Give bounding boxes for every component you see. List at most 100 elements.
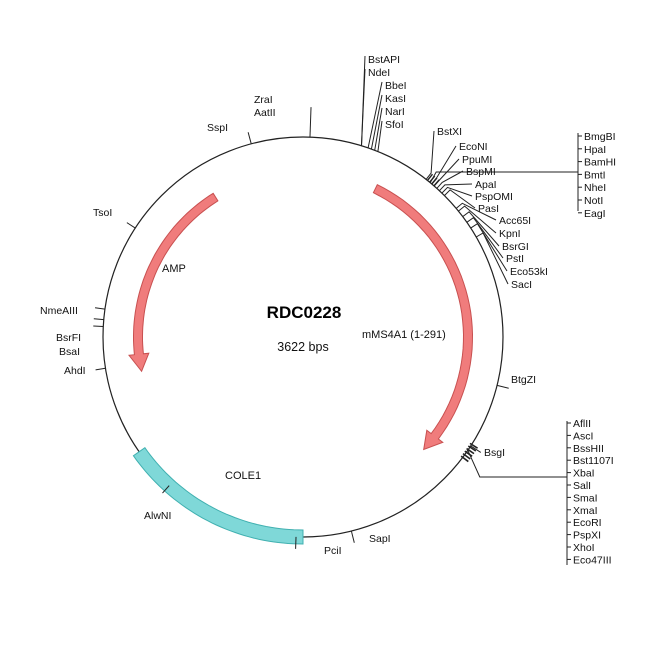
site-label-nari: NarI [385, 106, 405, 118]
site-label-ndei: NdeI [368, 67, 390, 79]
bracket-lower-connector [467, 450, 567, 478]
cluster-tick [431, 177, 438, 185]
site-label-aatii: AatII [254, 107, 276, 119]
site-label-pspxi: PspXI [573, 530, 601, 542]
site-tick-sapi [350, 530, 355, 543]
site-tick-ahdi [95, 367, 106, 371]
site-label-btgzi: BtgZI [511, 374, 536, 386]
site-leader-pspomi [441, 186, 473, 197]
site-label-apai: ApaI [475, 179, 497, 191]
site-label-ppumi: PpuMI [462, 154, 492, 166]
site-label-pspomi: PspOMI [475, 191, 513, 203]
site-leader-kasi [370, 94, 383, 150]
site-tick-bsrfi [93, 318, 104, 321]
site-label-bsrfi: BsrFI [56, 332, 81, 344]
site-label-bsrgi: BsrGI [502, 241, 529, 253]
feature-bar-cole1 [132, 447, 304, 545]
site-label-bsshii: BssHII [573, 443, 604, 455]
site-label-zrai: ZraI [254, 94, 273, 106]
site-leader-bbei [367, 81, 383, 149]
site-label-psti: PstI [506, 253, 524, 265]
site-label-nmeaiii: NmeAIII [40, 305, 78, 317]
site-label-xmai: XmaI [573, 505, 598, 517]
site-label-sspi: SspI [207, 122, 228, 134]
plasmid-length: 3622 bps [277, 340, 328, 354]
site-label-sfoi: SfoI [385, 119, 404, 131]
site-label-bsgi: BsgI [484, 447, 505, 459]
site-label-eagi: EagI [584, 208, 606, 220]
site-leader-eco53ki [470, 223, 508, 272]
site-label-noti: NotI [584, 195, 603, 207]
site-label-kasi: KasI [385, 93, 406, 105]
site-label-sapi: SapI [369, 533, 391, 545]
site-tick-alwni [162, 485, 170, 494]
cluster-tick [467, 445, 477, 452]
cluster-tick [429, 175, 436, 183]
site-label-bamhi: BamHI [584, 157, 616, 169]
site-leader-econi [431, 145, 457, 185]
site-label-bst1107i: Bst1107I [573, 455, 614, 467]
site-label-saci: SacI [511, 279, 532, 291]
site-tick-zrai [309, 107, 312, 138]
site-label-sali: SalI [573, 480, 591, 492]
cluster-tick [469, 442, 479, 449]
site-label-nhei: NheI [584, 182, 606, 194]
site-label-econi: EcoNI [459, 141, 488, 153]
site-label-alwni: AlwNI [144, 510, 171, 522]
site-leader-ndei [361, 68, 366, 146]
site-leader-bsrgi [462, 211, 500, 247]
site-tick-nmeaiii [94, 307, 106, 310]
cluster-tick [426, 173, 434, 181]
site-label-xhoi: XhoI [573, 542, 595, 554]
site-tick-btgzi [496, 384, 509, 389]
site-label-eco53ki: Eco53kI [510, 266, 548, 278]
site-label-bmti: BmtI [584, 169, 606, 181]
cluster-tick [462, 453, 471, 460]
cluster-tick [464, 450, 473, 457]
site-label-ecori: EcoRI [573, 517, 602, 529]
site-leader-bstxi [425, 130, 435, 180]
site-label-bstxi: BstXI [437, 126, 462, 138]
site-leader-psti [466, 217, 504, 259]
site-leader-saci [475, 232, 509, 285]
site-leader-nari [374, 107, 383, 151]
site-tick-bsgi [470, 445, 482, 453]
feature-label-mms4a1-1-291: mMS4A1 (1-291) [362, 329, 446, 341]
site-label-smai: SmaI [573, 492, 598, 504]
site-label-kpni: KpnI [499, 228, 521, 240]
site-label-asci: AscI [573, 430, 593, 442]
cluster-tick [466, 447, 475, 455]
site-label-aflii: AflII [573, 418, 591, 430]
site-label-ahdi: AhdI [64, 365, 86, 377]
site-label-acc65i: Acc65I [499, 215, 531, 227]
site-label-bbei: BbeI [385, 80, 407, 92]
site-label-bsai: BsaI [59, 346, 80, 358]
site-label-eco47iii: Eco47III [573, 554, 612, 566]
feature-layer: AMP mMS4A1 (1-291) COLE1 [128, 184, 474, 545]
site-tick-bsai [93, 325, 104, 328]
cluster-tick [433, 179, 440, 187]
feature-arrow-amp [128, 192, 219, 373]
feature-label-amp: AMP [162, 263, 186, 275]
site-label-hpai: HpaI [584, 144, 606, 156]
site-leader-sfoi [377, 120, 383, 152]
site-label-tsoi: TsoI [93, 207, 112, 219]
site-tick-layer [93, 55, 582, 565]
site-label-pcii: PciI [324, 545, 342, 557]
site-label-pasi: PasI [478, 203, 499, 215]
site-leader-pasi [444, 189, 476, 209]
site-tick-sspi [247, 132, 252, 144]
site-label-bstapi: BstAPI [368, 54, 400, 66]
site-leader-kpni [458, 205, 497, 234]
site-label-bspmi: BspMI [466, 166, 496, 178]
cluster-tick [460, 455, 469, 463]
site-leader-apai [439, 183, 473, 192]
site-label-xbai: XbaI [573, 468, 595, 480]
feature-label-cole1: COLE1 [225, 470, 261, 482]
feature-arrow-mms4a1-1-291 [372, 184, 474, 451]
site-leader-acc65i [455, 202, 497, 221]
site-tick-tsoi [126, 222, 136, 229]
site-leader-bspmi [436, 170, 464, 189]
